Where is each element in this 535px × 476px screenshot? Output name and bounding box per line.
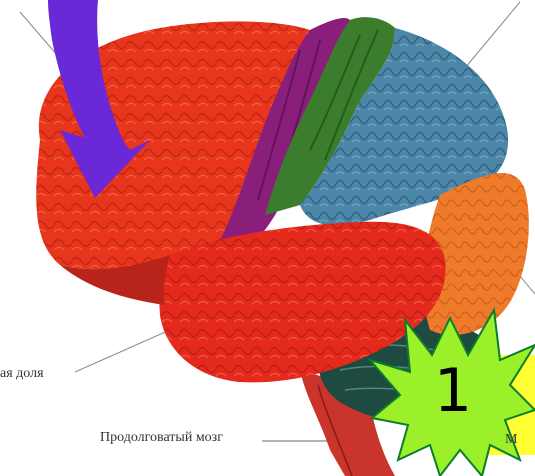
medulla-label: Продолговатый мозг <box>100 430 223 446</box>
temporal-lobe-label: ая доля <box>0 366 44 382</box>
partial-label-right: М <box>505 432 517 448</box>
badge-number: 1 <box>418 356 488 426</box>
